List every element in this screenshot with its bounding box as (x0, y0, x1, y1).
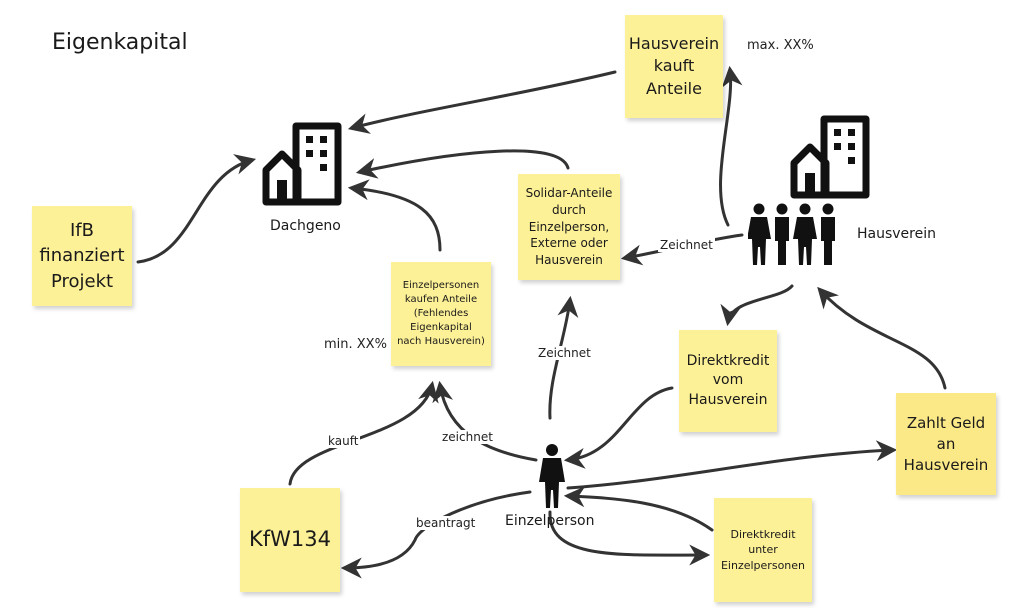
note-hausverein-kauft-anteile: Hausverein kauft Anteile (625, 15, 723, 118)
dachgeno-building-icon (262, 122, 342, 206)
caption-dachgeno: Dachgeno (270, 218, 341, 234)
note-einzelpersonen-kaufen: Einzelpersonen kaufen Anteile (Fehlendes… (391, 262, 491, 366)
caption-einzelperson: Einzelperson (505, 513, 595, 529)
arrow-einzelperson-to-kfw (340, 490, 532, 579)
label-zeichnet-einzelperson: Zeichnet (536, 346, 593, 360)
note-zahlt-text: Zahlt Geld an Hausverein (903, 413, 989, 474)
note-zahlt-geld: Zahlt Geld an Hausverein (896, 393, 996, 495)
note-ifb-text: IfB finanziert Projekt (39, 220, 125, 292)
note-direktkredit-einzelpersonen: Direktkredit unter Einzelpersonen (714, 498, 812, 602)
note-ifb-finanziert-projekt: IfB finanziert Projekt (32, 206, 132, 306)
note-einzelpersonen-text: Einzelpersonen kaufen Anteile (Fehlendes… (397, 280, 485, 347)
arrow-hausverein-to-hv-kauft (719, 65, 743, 227)
arrow-einzelperson-to-direktkredit-ep (548, 510, 711, 566)
label-min: min. XX% (322, 337, 389, 352)
arrow-einzelperson-to-einzel (432, 380, 538, 462)
note-direktkredit-vom-hausverein: Direktkredit vom Hausverein (679, 330, 777, 432)
diagram-title: Eigenkapital (52, 30, 188, 55)
hausverein-building-icon (790, 115, 870, 199)
arrow-direktkredit-to-einzelperson (563, 386, 674, 469)
einzelperson-icon (539, 444, 565, 508)
label-max: max. XX% (745, 38, 816, 53)
note-hausverein-kauft-anteile-text: Hausverein kauft Anteile (628, 33, 720, 98)
hausverein-people-icon (748, 203, 835, 265)
arrow-hv-kauft-to-dachgeno (347, 70, 617, 134)
note-kfw-text: KfW134 (248, 527, 331, 552)
arrow-direktkredit-ep-to-einzelperson (563, 486, 714, 532)
label-kauft: kauft (326, 434, 361, 448)
label-zeichnet-hausverein: Zeichnet (658, 238, 715, 252)
arrow-einzel-to-dachgeno (347, 179, 442, 252)
note-direktkredit-hv-text: Direktkredit vom Hausverein (686, 352, 770, 408)
arrow-zahlt-to-hausverein (817, 286, 947, 390)
arrow-kfw-to-einzel (288, 380, 439, 486)
arrow-solidar-to-dachgeno (355, 149, 570, 179)
arrow-hausverein-to-direktkredit (720, 284, 794, 327)
note-direktkredit-ep-text: Direktkredit unter Einzelpersonen (720, 527, 806, 572)
note-solidar-text: Solidar-Anteile durch Einzelperson, Exte… (525, 186, 613, 268)
arrow-ifb-to-dachgeno (136, 154, 257, 264)
label-beantragt: beantragt (414, 516, 478, 530)
caption-hausverein: Hausverein (857, 226, 936, 242)
note-kfw134: KfW134 (240, 488, 340, 592)
arrow-einzelperson-to-zahlt (566, 440, 898, 490)
note-solidar-anteile: Solidar-Anteile durch Einzelperson, Exte… (518, 174, 620, 280)
label-zeichnet-lower: zeichnet (440, 430, 495, 444)
